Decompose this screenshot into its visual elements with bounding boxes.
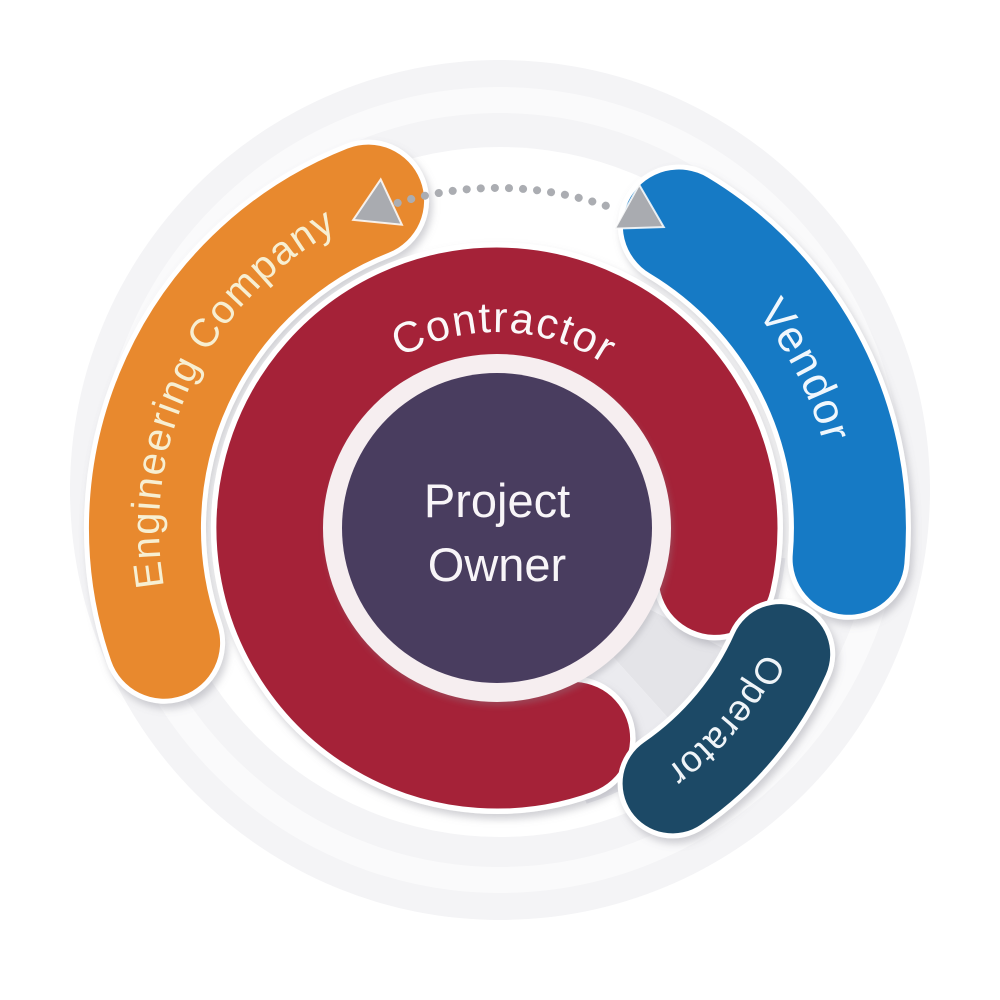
operator-arc-band — [622, 604, 831, 834]
dotted-connector — [351, 177, 666, 230]
engineering-company-arc-band — [89, 144, 425, 699]
arrowhead-left-icon — [351, 177, 404, 226]
project-owner-circle — [342, 373, 652, 683]
engineering-company-arc — [84, 139, 430, 704]
center-group — [323, 354, 671, 702]
project-owner-label-line1: Project — [424, 474, 570, 527]
operator-arc — [617, 599, 836, 839]
contractor-ring-band — [216, 247, 778, 809]
dotted-connector-arc — [393, 183, 623, 215]
project-owner-label-line2: Owner — [428, 538, 566, 591]
arrowhead-right-icon — [613, 182, 666, 230]
vendor-arc — [617, 164, 911, 620]
contractor-ring — [211, 242, 783, 814]
vendor-arc-band — [622, 169, 906, 615]
center-white-ring — [323, 354, 671, 702]
